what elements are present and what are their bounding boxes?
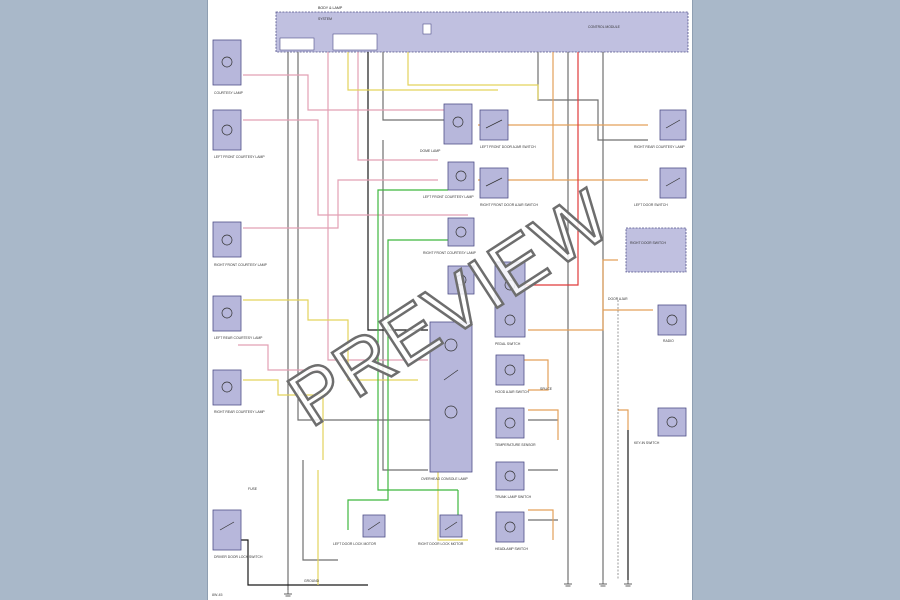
note-n2: GROUND — [304, 579, 320, 583]
component-box-c13 — [659, 167, 687, 199]
label-c6: RIGHT REAR COURTESY LAMP — [214, 410, 265, 414]
component-box-c8 — [443, 103, 473, 145]
right-components — [479, 109, 687, 543]
component-box-c16 — [494, 261, 526, 338]
ground-symbols — [284, 580, 632, 597]
label-c13: OVERHEAD CONSOLE LAMP — [421, 477, 468, 481]
component-box-c7 — [212, 509, 242, 551]
component-box-c1 — [212, 39, 242, 86]
central-switch-symbol — [443, 369, 459, 381]
note-n1: DOOR AJAR — [608, 297, 628, 301]
label-c25: RADIO — [663, 339, 674, 343]
connector-c — [332, 33, 378, 51]
component-box-c9 — [447, 161, 475, 191]
label-c17: HOOD AJAR SWITCH — [495, 390, 529, 394]
label-c9: LEFT FRONT COURTESY LAMP — [423, 195, 474, 199]
label-c26: KEY-IN SWITCH — [634, 441, 660, 445]
label-c21: LEFT DOOR LOCK MOTOR — [333, 542, 377, 546]
component-box-c15 — [479, 167, 509, 199]
label-c14: LEFT FRONT DOOR AJAR SWITCH — [480, 145, 536, 149]
module-title: BODY & LAMP — [318, 6, 343, 10]
central-lamp-symbol — [444, 338, 458, 352]
right-module-label: CONTROL MODULE — [588, 25, 621, 29]
component-box-c26 — [657, 304, 687, 336]
component-labels: COURTESY LAMP LEFT FRONT COURTESY LAMP R… — [214, 91, 685, 559]
note-n4: FUSE — [248, 487, 258, 491]
left-components — [212, 39, 242, 551]
component-box-c24 — [657, 407, 687, 437]
right-symbols — [485, 119, 681, 533]
label-c19: TRUNK LAMP SWITCH — [495, 495, 532, 499]
yellow-wires — [243, 52, 539, 585]
label-c3: RIGHT FRONT COURTESY LAMP — [214, 263, 268, 267]
label-c23: LEFT DOOR SWITCH — [634, 203, 668, 207]
label-c16: PEDAL SWITCH — [495, 342, 521, 346]
component-box-c4 — [212, 295, 242, 332]
component-box-c3 — [212, 221, 242, 258]
label-c10: RIGHT FRONT COURTESY LAMP — [423, 251, 477, 255]
gray-wires — [230, 52, 648, 590]
notes: DOOR AJAR GROUND SPLICE FUSE — [248, 297, 628, 583]
connector-a — [422, 23, 432, 35]
central-junction-block — [429, 321, 473, 473]
component-box-c12 — [659, 109, 687, 141]
label-c5: LEFT REAR COURTESY LAMP — [214, 336, 263, 340]
component-box-c5 — [212, 369, 242, 406]
orange-wires — [478, 52, 653, 540]
note-n3: SPLICE — [540, 387, 553, 391]
component-box-c19 — [495, 461, 525, 491]
middle-symbols — [367, 116, 467, 531]
label-c8: DOME LAMP — [420, 149, 441, 153]
label-c7: DRIVER DOOR LOCK SWITCH — [214, 555, 263, 559]
pink-wires — [238, 52, 468, 371]
label-c1: COURTESY LAMP — [214, 91, 244, 95]
left-symbols — [219, 56, 235, 531]
label-c12: RIGHT REAR COURTESY LAMP — [634, 145, 685, 149]
wiring-diagram: BODY & LAMP SYSTEM CONTROL MODULE — [212, 6, 689, 597]
component-box-c10 — [447, 217, 475, 247]
sheet-code: 8W-45 — [212, 593, 223, 597]
schematic-sheet: BODY & LAMP SYSTEM CONTROL MODULE — [208, 0, 692, 600]
component-box-c2 — [212, 109, 242, 151]
label-c18: TEMPERATURE SENSOR — [495, 443, 536, 447]
component-box-c11 — [447, 265, 475, 295]
label-c2: LEFT FRONT COURTESY LAMP — [214, 155, 265, 159]
label-c20: HEADLAMP SWITCH — [495, 547, 528, 551]
component-box-c14 — [479, 109, 509, 141]
label-c15: RIGHT FRONT DOOR AJAR SWITCH — [480, 203, 538, 207]
central-lamp-symbol-2 — [444, 405, 458, 419]
component-box-c18 — [495, 407, 525, 439]
connector-b — [279, 37, 315, 51]
component-box-c20 — [495, 511, 525, 543]
middle-components — [362, 103, 475, 538]
component-box-c25 — [625, 227, 687, 273]
module-subtitle: SYSTEM — [318, 17, 332, 21]
component-box-c17 — [495, 354, 525, 386]
label-c22: RIGHT DOOR LOCK MOTOR — [418, 542, 464, 546]
label-c24: RIGHT DOOR SWITCH — [630, 241, 666, 245]
